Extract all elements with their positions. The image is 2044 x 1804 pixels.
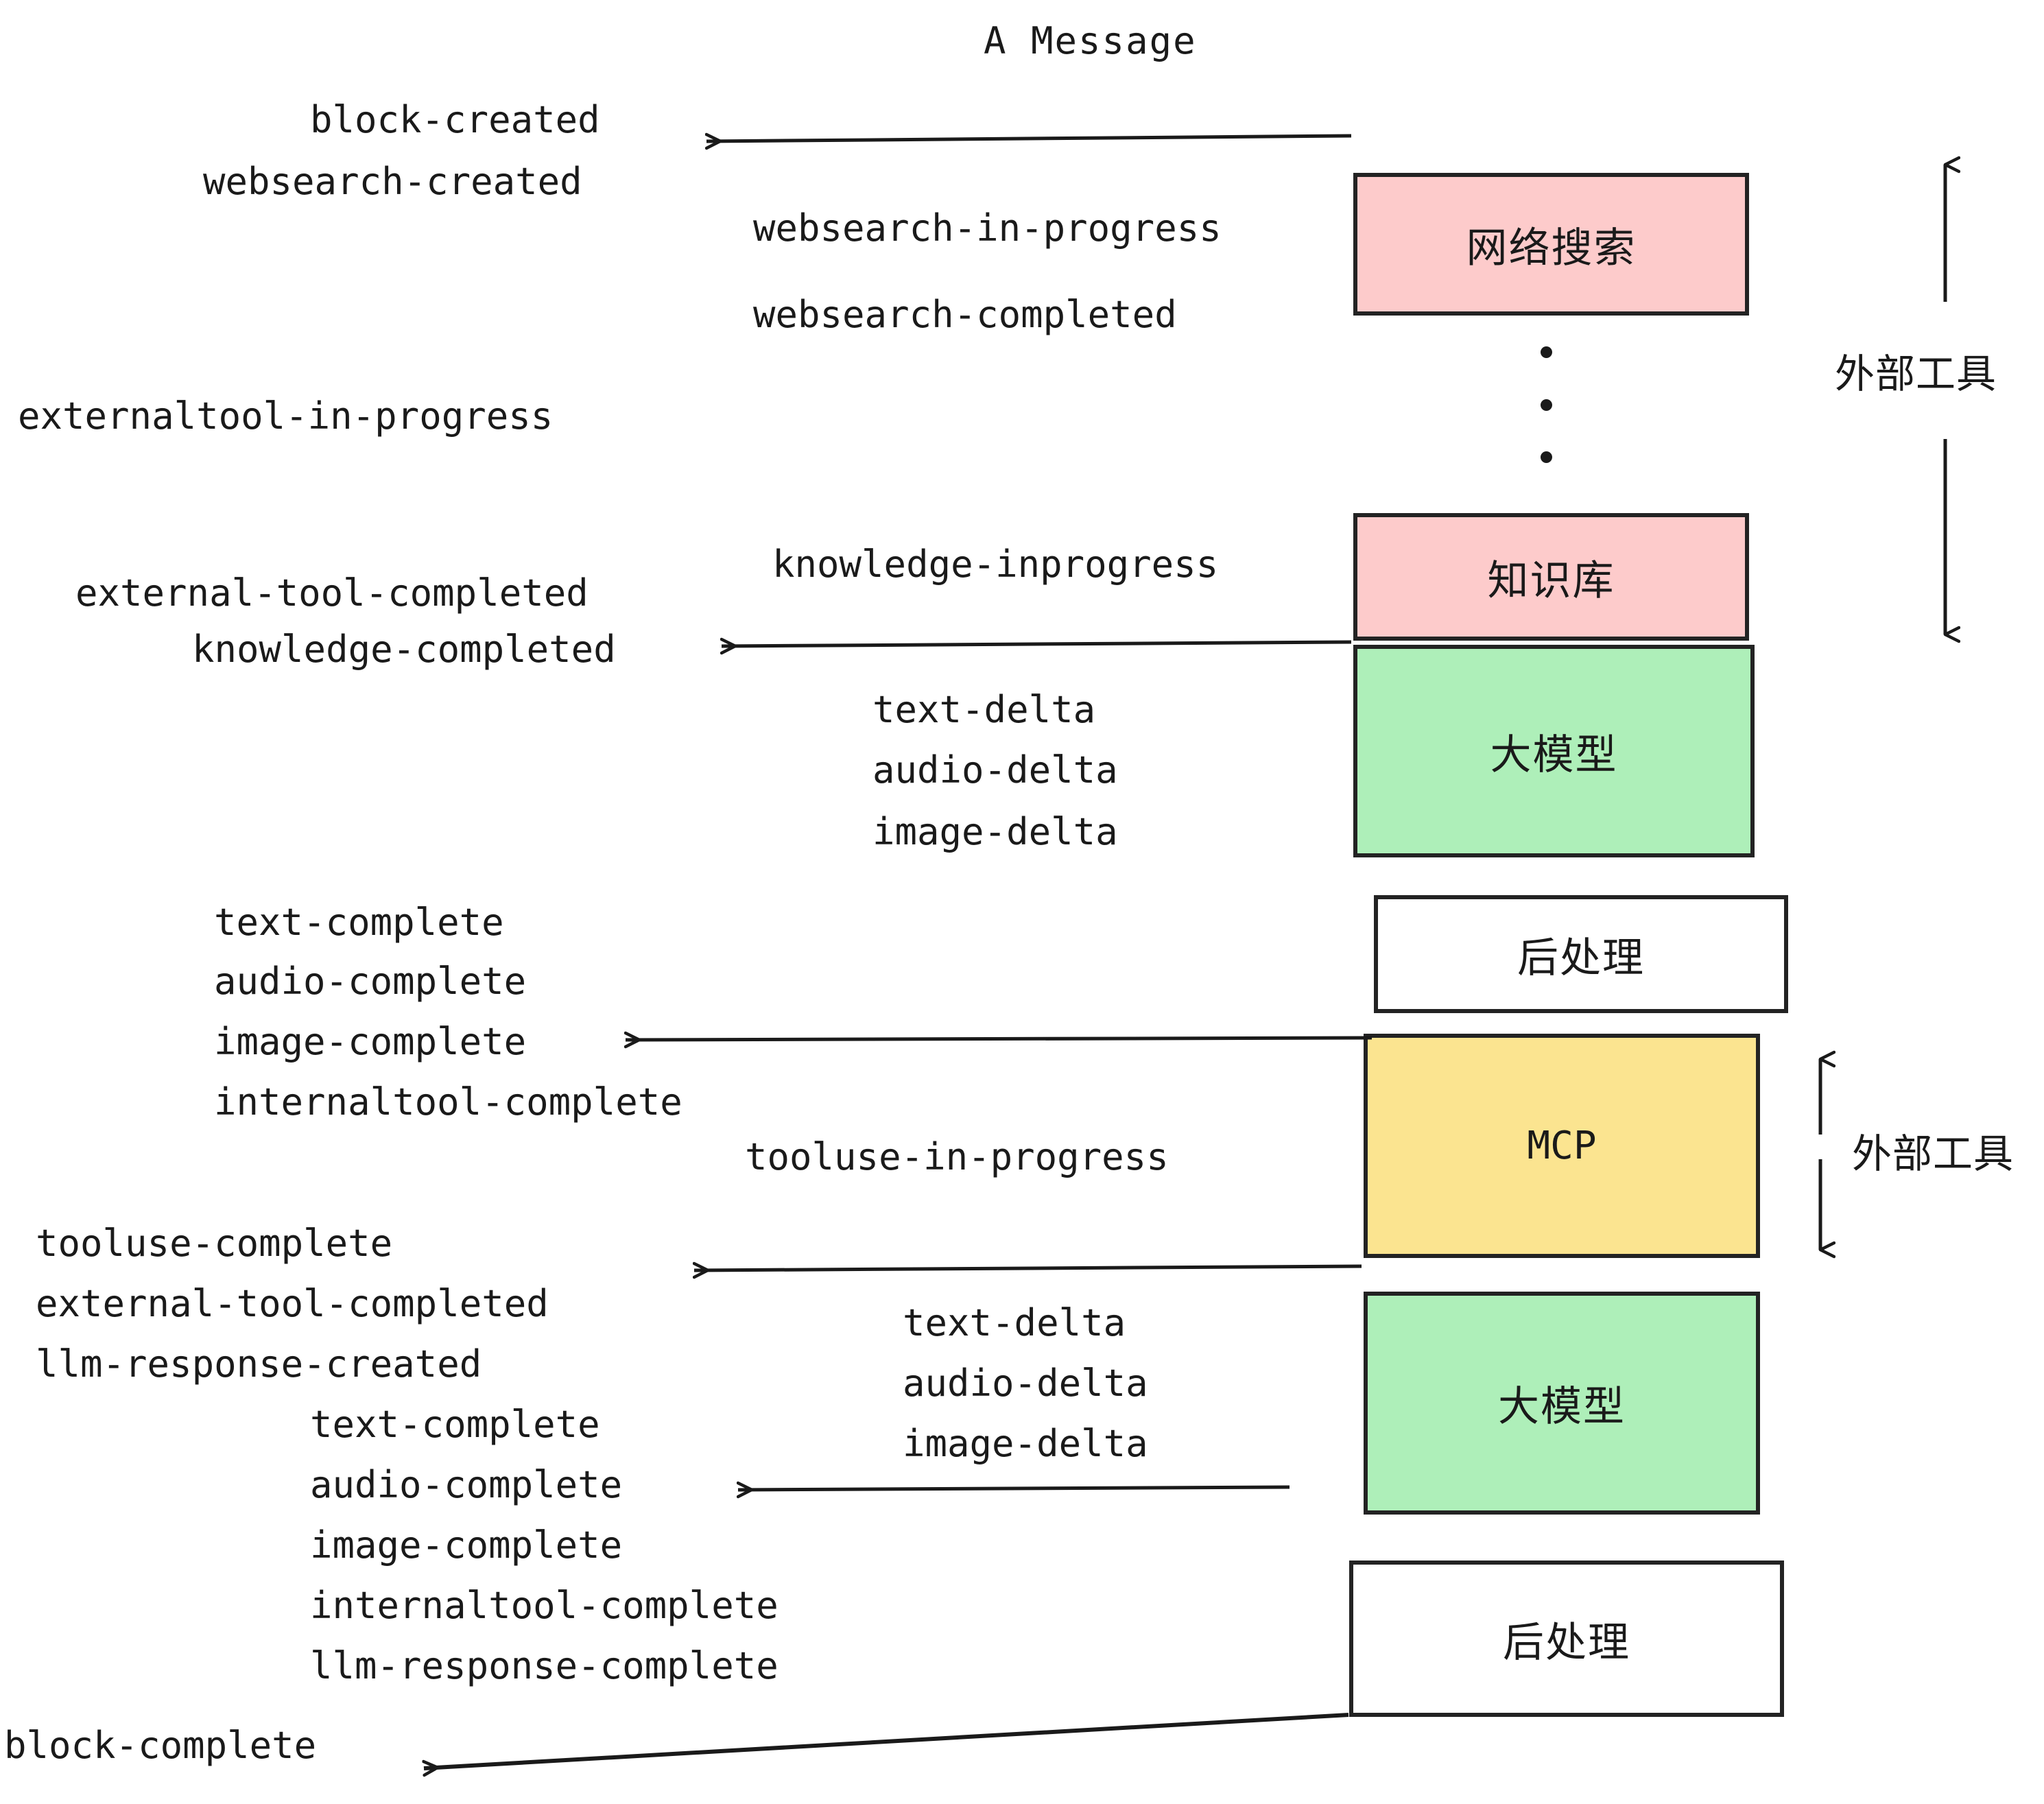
arrow-llm2-to-audio-complete (738, 1487, 1290, 1490)
side-label-external-tools-bottom: 外部工具 (1852, 1130, 2015, 1177)
event-label-audio-complete-2: audio-complete (310, 1463, 623, 1506)
node-llm-1[interactable]: 大模型 (1353, 645, 1755, 857)
page-title: A Message (984, 19, 1197, 62)
node-postprocess-1[interactable]: 后处理 (1374, 895, 1788, 1013)
event-label-knowledge-inprogress: knowledge-inprogress (772, 543, 1219, 586)
node-postprocess-2[interactable]: 后处理 (1349, 1560, 1784, 1717)
side-label-external-tools-top: 外部工具 (1835, 351, 1997, 397)
event-label-audio-delta-1: audio-delta (872, 748, 1118, 792)
event-label-external-tool-completed-2: external-tool-completed (36, 1282, 549, 1325)
arrow-knowledge-to-completed (722, 642, 1352, 646)
event-label-text-delta-1: text-delta (872, 688, 1096, 731)
node-websearch[interactable]: 网络搜索 (1353, 173, 1749, 316)
event-label-block-created: block-created (310, 98, 600, 141)
event-label-internaltool-complete-1: internaltool-complete (214, 1080, 682, 1124)
node-llm-2[interactable]: 大模型 (1364, 1292, 1760, 1515)
event-label-audio-delta-2: audio-delta (903, 1362, 1148, 1405)
event-label-image-complete-1: image-complete (214, 1020, 527, 1063)
node-knowledge[interactable]: 知识库 (1353, 513, 1749, 641)
node-mcp[interactable]: MCP (1364, 1034, 1760, 1258)
event-label-image-delta-1: image-delta (872, 810, 1118, 853)
event-label-image-delta-2: image-delta (903, 1422, 1148, 1465)
arrow-websearch-to-created (706, 136, 1352, 141)
event-label-websearch-created: websearch-created (203, 160, 582, 203)
vertical-ellipsis-icon (1540, 346, 1552, 463)
event-label-audio-complete-1: audio-complete (214, 960, 527, 1003)
event-label-llm-response-complete: llm-response-complete (310, 1644, 779, 1687)
event-label-internaltool-complete-2: internaltool-complete (310, 1584, 779, 1627)
event-label-external-tool-completed-1: external-tool-completed (75, 571, 589, 615)
arrow-postprocess1-to-image-complete (626, 1038, 1372, 1040)
event-label-llm-response-created: llm-response-created (36, 1342, 482, 1386)
arrow-postprocess2-to-block-complete (424, 1713, 1349, 1768)
event-label-externaltool-in-progress: externaltool-in-progress (18, 394, 554, 438)
event-label-text-complete-1: text-complete (214, 901, 504, 944)
event-label-tooluse-in-progress: tooluse-in-progress (745, 1135, 1169, 1178)
event-label-image-complete-2: image-complete (310, 1523, 623, 1567)
event-label-block-complete: block-complete (4, 1724, 317, 1767)
arrow-mcp-to-tooluse-complete (694, 1266, 1362, 1270)
event-label-text-delta-2: text-delta (903, 1301, 1126, 1344)
event-label-websearch-completed: websearch-completed (753, 293, 1177, 336)
event-label-websearch-in-progress: websearch-in-progress (753, 206, 1222, 250)
event-label-text-complete-2: text-complete (310, 1403, 600, 1446)
event-label-knowledge-completed: knowledge-completed (192, 628, 616, 671)
event-label-tooluse-complete: tooluse-complete (36, 1222, 393, 1265)
